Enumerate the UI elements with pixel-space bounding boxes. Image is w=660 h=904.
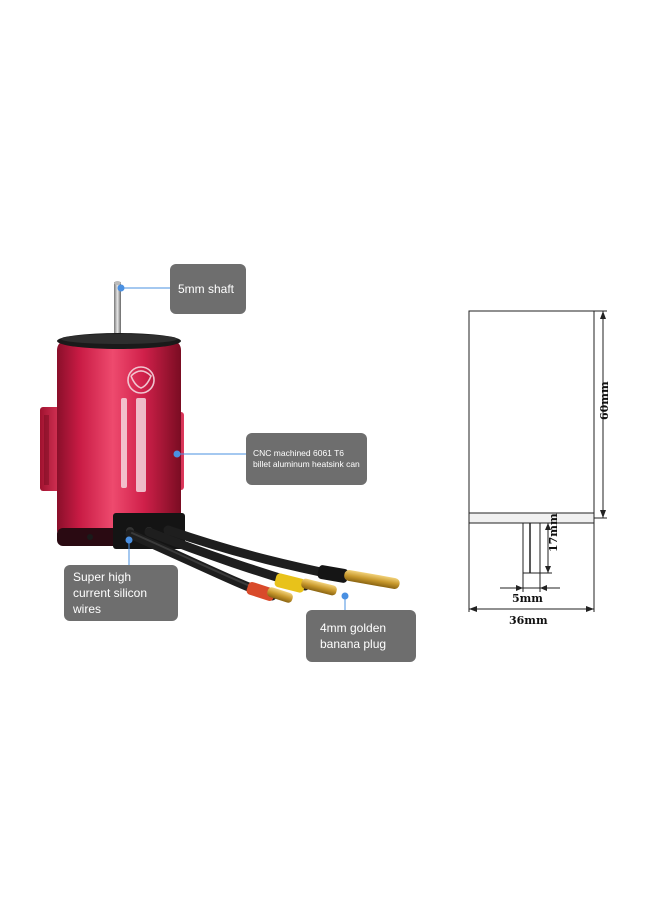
dimension-drawing <box>468 310 607 612</box>
brand-logo <box>127 366 155 394</box>
wires-callout: Super high current silicon wires <box>64 565 178 621</box>
shaft-diameter-dimension-label: 5mm <box>512 592 543 605</box>
shaft-length-dimension-label: 17mm <box>547 513 560 552</box>
body-diameter-dimension-label: 36mm <box>509 614 548 627</box>
drawing-shaft <box>522 522 541 574</box>
banana-plugs <box>267 570 400 603</box>
drawing-body <box>468 310 595 519</box>
wires-callout-text: Super high current silicon wires <box>73 569 148 617</box>
heatsink-callout-text: CNC machined 6061 T6 billet aluminum hea… <box>253 448 360 469</box>
motor-shaft <box>114 282 121 340</box>
height-dimension-label: 60mm <box>598 381 611 420</box>
shaft-callout-text: 5mm shaft <box>178 282 235 296</box>
heatsink-callout: CNC machined 6061 T6 billet aluminum hea… <box>246 433 367 485</box>
plug-callout-text: 4mm golden banana plug <box>320 620 387 651</box>
shaft-callout: 5mm shaft <box>170 264 246 314</box>
motor-can <box>57 340 181 540</box>
plug-callout: 4mm golden banana plug <box>306 610 416 662</box>
